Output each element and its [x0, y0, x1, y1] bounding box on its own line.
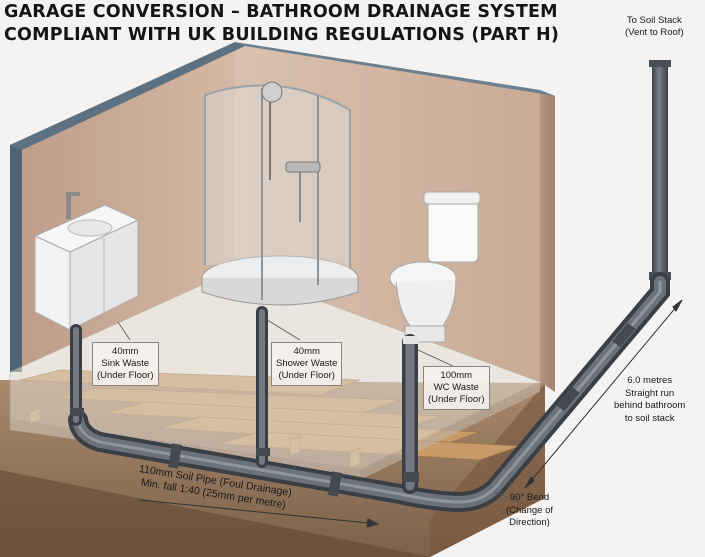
run-dimension-arrow: [524, 299, 683, 489]
soil-stack-label: To Soil Stack (Vent to Roof): [625, 15, 684, 38]
ground-slab-front: [0, 470, 430, 557]
soil-stack-cap: [649, 60, 671, 67]
back-wall-cap: [235, 42, 555, 96]
soil-stack-pipe: [652, 62, 668, 292]
diagram-title-line2: COMPLIANT WITH UK BUILDING REGULATIONS (…: [4, 25, 560, 45]
left-wall-cap: [10, 42, 245, 150]
bend-label: 90° Bend (Change of Direction): [506, 492, 554, 528]
vanity-unit: [33, 192, 140, 331]
diagram-title-line1: GARAGE CONVERSION – BATHROOM DRAINAGE SY…: [4, 2, 558, 22]
sink-waste-label: 40mm Sink Waste (Under Floor): [92, 342, 159, 386]
shower-waste-label: 40mm Shower Waste (Under Floor): [271, 342, 343, 386]
ground-right-face: [430, 383, 545, 557]
pipe-network: [68, 272, 670, 513]
wc-waste-label: 100mm WC Waste (Under Floor): [423, 366, 490, 410]
shower-enclosure: [201, 81, 359, 306]
pipe-joints: [70, 322, 636, 497]
fall-direction-arrow: [139, 499, 380, 528]
left-wall-cap-face: [10, 145, 22, 372]
wc-toilet: [389, 191, 481, 343]
right-wall-end: [540, 90, 555, 392]
straight-run-label: 6.0 metres Straight run behind bathroom …: [614, 375, 686, 424]
